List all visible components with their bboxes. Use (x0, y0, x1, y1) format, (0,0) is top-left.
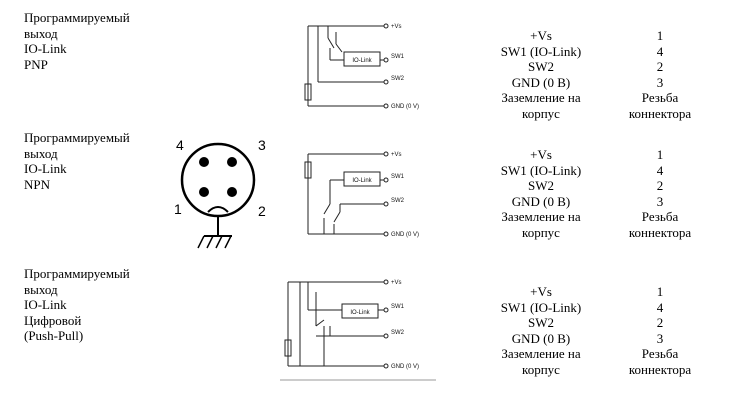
row-2-desc-line: выход (24, 145, 58, 161)
row-3-gnd-label: GND (0 V) (391, 364, 419, 370)
signal-label: +Vs (530, 147, 552, 162)
row-2-sw2-label: SW2 (391, 198, 405, 204)
pin-number: 4 (656, 162, 664, 178)
pin-4-dot (199, 157, 209, 167)
row-1-vs-label: +Vs (391, 24, 402, 30)
pin-label-2: 2 (258, 203, 266, 219)
pnp-wiring-diagram: IO-Link +Vs SW1 SW2 GND (0 V) (304, 23, 419, 110)
signal-label: +Vs (530, 284, 552, 299)
pin-label-3: 3 (258, 137, 266, 153)
row-3-pins: 1 4 2 3 Резьба коннектора (600, 284, 720, 377)
row-3-desc-line: (Push-Pull) (24, 328, 84, 343)
row-2-description: Программируемый выход IO-Link NPN (24, 130, 130, 192)
pin-number: 4 (656, 43, 664, 59)
signal-label: Заземление на (501, 90, 581, 105)
pin-number: 3 (656, 193, 664, 209)
row-2-sw1-label: SW1 (391, 174, 405, 180)
signal-label: корпус (522, 224, 560, 240)
row-3-sw1-label: SW1 (391, 304, 405, 310)
pin-number: Резьба (641, 209, 679, 224)
row-1-description: Программируемый выход IO-Link PNP (24, 10, 130, 72)
signal-label: Заземление на (501, 346, 581, 361)
row-1-desc-line: IO-Link (24, 41, 67, 56)
row-3-vs-label: +Vs (391, 280, 402, 286)
pin-number: Резьба (641, 90, 679, 105)
row-3-desc-line: IO-Link (24, 297, 67, 312)
row-2-desc-line: NPN (24, 176, 51, 192)
pin-number: 1 (656, 284, 664, 299)
pin-3-dot (227, 157, 237, 167)
row-3-signals: +Vs SW1 (IO-Link) SW2 GND (0 В) Заземлен… (478, 284, 604, 377)
npn-wiring-diagram: IO-Link +Vs SW1 SW2 GND (0 V) (304, 151, 419, 238)
signal-label: SW1 (IO-Link) (500, 299, 582, 315)
row-1-gnd-label: GND (0 V) (391, 104, 419, 110)
pin-1-dot (199, 187, 209, 197)
pin-number: коннектора (628, 361, 692, 377)
signal-label: SW1 (IO-Link) (500, 43, 582, 59)
row-2-gnd-label: GND (0 V) (391, 232, 419, 238)
row-1-sw2-label: SW2 (391, 76, 405, 82)
pin-label-4: 4 (176, 137, 184, 153)
row-2-desc-line: IO-Link (24, 161, 67, 176)
row-1-signals: +Vs SW1 (IO-Link) SW2 GND (0 В) Заземлен… (478, 28, 604, 121)
pin-number: 1 (656, 28, 664, 43)
row-3-desc-line: Программируемый (24, 266, 130, 281)
row-1-iolink-box-label: IO-Link (352, 58, 372, 64)
pin-number: 4 (656, 299, 664, 315)
signal-label: корпус (522, 361, 560, 377)
row-3-description: Программируемый выход IO-Link Цифровой (… (24, 266, 130, 344)
pin-number: 3 (656, 74, 664, 90)
signal-label: корпус (522, 105, 560, 121)
row-2-desc-line: Программируемый (24, 130, 130, 145)
push-pull-wiring-diagram: IO-Link +Vs SW1 SW2 GND (0 V) (280, 279, 436, 381)
pin-label-1: 1 (174, 201, 182, 217)
signal-label: +Vs (530, 28, 552, 43)
row-1-desc-line: PNP (24, 56, 48, 72)
row-1-desc-line: выход (24, 25, 58, 41)
pin-number: 2 (656, 315, 664, 330)
row-2-pins: 1 4 2 3 Резьба коннектора (600, 147, 720, 240)
row-2-vs-label: +Vs (391, 152, 402, 158)
pin-number: коннектора (628, 105, 692, 121)
signal-label: SW2 (528, 59, 554, 74)
pin-number: 3 (656, 330, 664, 346)
signal-label: Заземление на (501, 209, 581, 224)
row-2-iolink-box-label: IO-Link (352, 178, 372, 184)
signal-label: GND (0 В) (511, 74, 571, 90)
m12-connector-diagram: 4 3 1 2 (174, 137, 266, 249)
signal-label: GND (0 В) (511, 330, 571, 346)
pin-number: 2 (656, 59, 664, 74)
row-3-desc-line: Цифровой (24, 312, 82, 328)
pin-number: коннектора (628, 224, 692, 240)
row-2-signals: +Vs SW1 (IO-Link) SW2 GND (0 В) Заземлен… (478, 147, 604, 240)
row-3-desc-line: выход (24, 281, 58, 297)
row-3-iolink-box-label: IO-Link (350, 310, 370, 316)
pin-number: Резьба (641, 346, 679, 361)
signal-label: GND (0 В) (511, 193, 571, 209)
pin-number: 1 (656, 147, 664, 162)
signal-label: SW2 (528, 315, 554, 330)
row-1-sw1-label: SW1 (391, 54, 405, 60)
row-1-desc-line: Программируемый (24, 10, 130, 25)
row-1-pins: 1 4 2 3 Резьба коннектора (600, 28, 720, 121)
pin-2-dot (227, 187, 237, 197)
row-3-sw2-label: SW2 (391, 330, 405, 336)
signal-label: SW2 (528, 178, 554, 193)
signal-label: SW1 (IO-Link) (500, 162, 582, 178)
pin-number: 2 (656, 178, 664, 193)
